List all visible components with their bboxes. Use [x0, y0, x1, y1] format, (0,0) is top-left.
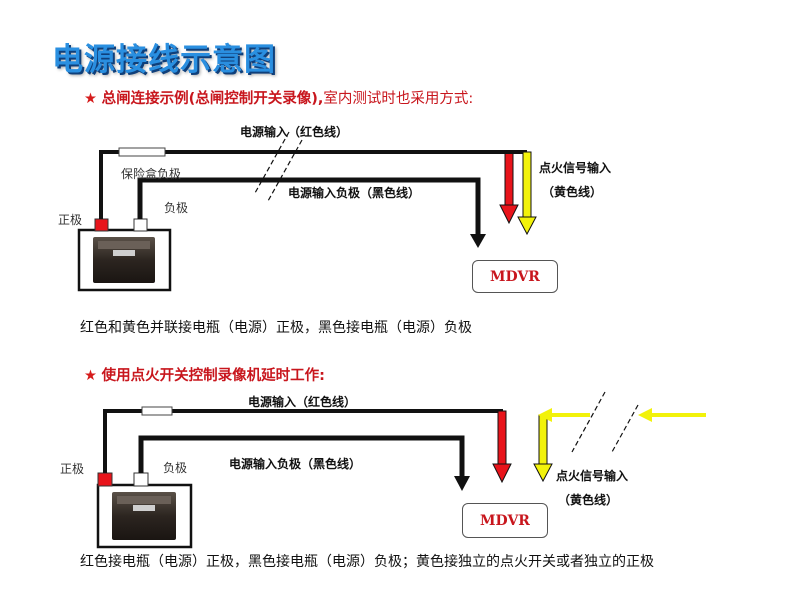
- section2-note: 红色接电瓶（电源）正极，黑色接电瓶（电源）负极；黄色接独立的点火开关或者独立的正…: [80, 554, 654, 570]
- section2-heading: ★ 使用点火开关控制录像机延时工作:: [84, 364, 325, 385]
- positive-terminal: [97, 472, 113, 487]
- section1-note: 红色和黄色并联接电瓶（电源）正极，黑色接电瓶（电源）负极: [80, 320, 472, 336]
- positive-terminal: [94, 218, 109, 232]
- black-wire-line: [137, 177, 481, 236]
- red-wire-line: [99, 150, 510, 219]
- label-ignition: 点火信号输入: [556, 469, 629, 483]
- diagram-1: [77, 131, 537, 292]
- label-neg: 负极: [164, 201, 189, 215]
- battery-icon: [93, 237, 155, 283]
- section1-heading: ★ 总闸连接示例(总闸控制开关录像),室内测试时也采用方式:: [84, 87, 473, 108]
- negative-terminal: [133, 218, 148, 232]
- section1-heading-rest: 室内测试时也采用方式:: [323, 91, 474, 107]
- red-arrow: [497, 410, 507, 466]
- label-power-in: 电源输入（红色线）: [240, 125, 349, 139]
- page-title: 电源接线示意图: [52, 42, 276, 78]
- star-icon: ★: [84, 368, 97, 384]
- label-ignition: 点火信号输入: [539, 161, 612, 175]
- star-icon: ★: [84, 91, 97, 107]
- black-arrow: [470, 234, 486, 248]
- label-pos: 正极: [58, 213, 83, 227]
- label-yellow: （黄色线）: [558, 493, 619, 507]
- label-neg-in: 电源输入负极（黑色线）: [288, 186, 421, 200]
- red-wire-line: [103, 409, 503, 473]
- mdvr-box: MDVR: [472, 260, 558, 293]
- section2-heading-bold: 使用点火开关控制录像机延时工作:: [101, 368, 325, 384]
- label-pos: 正极: [60, 462, 85, 476]
- label-power-in: 电源输入（红色线）: [248, 395, 357, 409]
- label-neg-in: 电源输入负极（黑色线）: [229, 457, 362, 471]
- yellow-left-arrow: [638, 408, 652, 422]
- negative-terminal: [133, 472, 149, 487]
- label-fuse: 保险盒负极: [121, 167, 182, 181]
- diagram-2: [96, 391, 706, 549]
- red-arrow: [504, 151, 514, 207]
- mdvr-box: MDVR: [462, 503, 548, 538]
- black-wire-line: [138, 435, 465, 478]
- battery-icon: [112, 492, 176, 540]
- yellow-arrow: [522, 151, 532, 219]
- label-yellow: （黄色线）: [542, 185, 603, 199]
- fuse: [141, 406, 173, 416]
- fuse: [118, 147, 166, 157]
- section1-heading-bold: 总闸连接示例(总闸控制开关录像),: [101, 91, 324, 107]
- black-arrow: [454, 476, 470, 491]
- label-neg: 负极: [163, 461, 188, 475]
- yellow-arrow: [538, 414, 548, 466]
- yellow-left-arrow: [538, 408, 552, 422]
